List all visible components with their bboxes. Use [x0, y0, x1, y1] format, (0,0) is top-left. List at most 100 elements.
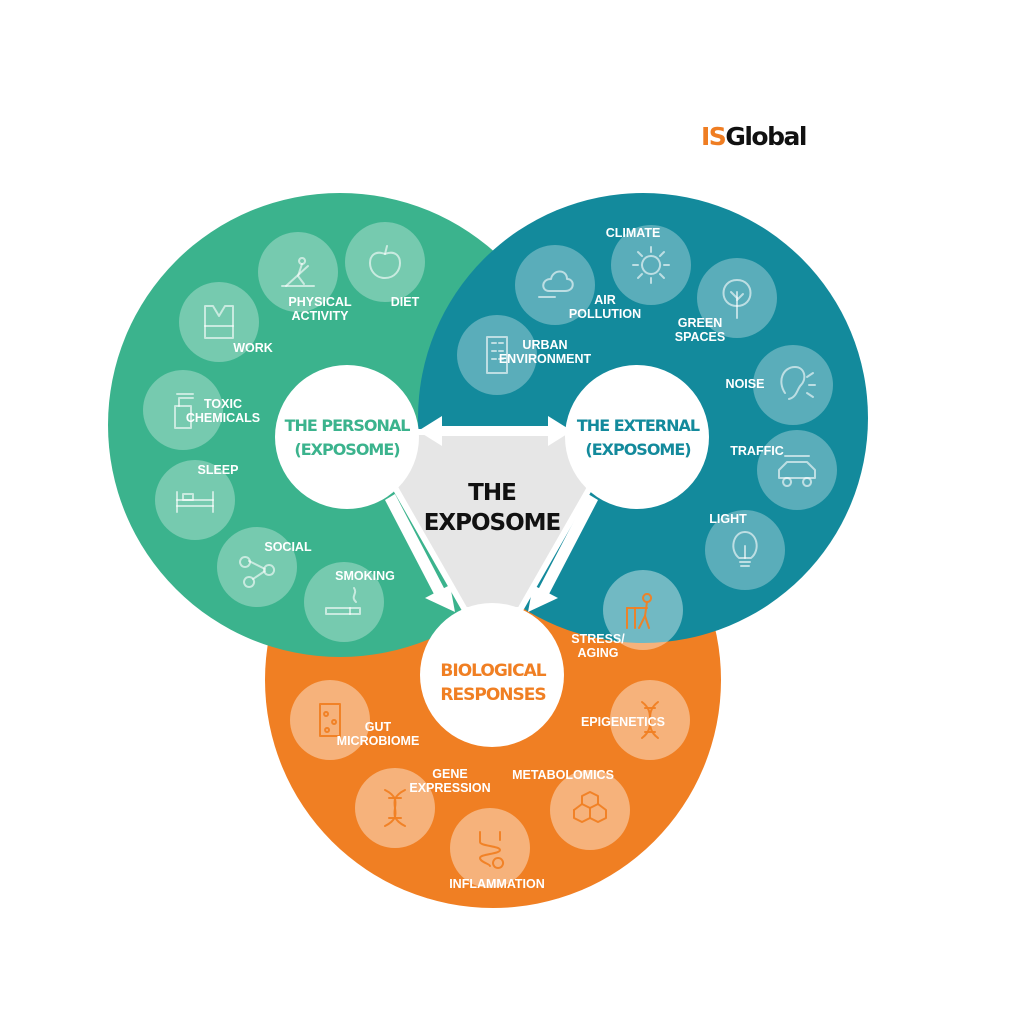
external-item: TRAFFIC: [730, 430, 837, 510]
personal-item: SOCIAL: [217, 527, 312, 607]
item-circle: [457, 315, 537, 395]
item-label: AIR: [594, 293, 616, 307]
sun-icon: [632, 246, 670, 284]
item-label: POLLUTION: [569, 307, 641, 321]
item-label: TRAFFIC: [730, 444, 783, 458]
item-label: LIGHT: [709, 512, 747, 526]
item-label: PHYSICAL: [288, 295, 352, 309]
arrows: [385, 416, 598, 612]
item-label: URBAN: [522, 338, 567, 352]
bed-icon: [176, 491, 214, 513]
item-circle: [258, 232, 338, 312]
item-label: ACTIVITY: [292, 309, 350, 323]
item-label: AGING: [578, 646, 619, 660]
item-label: TOXIC: [204, 397, 242, 411]
external-item: CLIMATE: [606, 225, 691, 305]
center-title-line2: EXPOSOME: [424, 510, 561, 536]
safety-vest-icon: [204, 305, 234, 339]
biological-item: STRESS/AGING: [571, 570, 683, 660]
item-circle: [611, 225, 691, 305]
item-label: METABOLOMICS: [512, 768, 614, 782]
item-circle: [217, 527, 297, 607]
item-label: CHEMICALS: [186, 411, 260, 425]
spray-bottle-icon: [174, 393, 194, 429]
item-circle: [515, 245, 595, 325]
personal-item: DIET: [345, 222, 425, 309]
smoke-icon: [538, 270, 574, 298]
biological-title-line2: RESPONSES: [440, 685, 545, 705]
logo-is: IS: [701, 122, 727, 151]
item-circle: [143, 370, 223, 450]
biological-item: METABOLOMICS: [512, 768, 630, 850]
biological-item: EPIGENETICS: [581, 680, 690, 760]
external-hub: [565, 365, 709, 509]
molecule-icon: [573, 791, 607, 823]
dna-helix-icon: [384, 789, 406, 827]
logo-global: Global: [725, 122, 807, 151]
item-label: EXPRESSION: [409, 781, 490, 795]
external-item: NOISE: [726, 345, 833, 425]
item-circle: [450, 808, 530, 888]
personal-hub: [275, 365, 419, 509]
arrow-head-right: [548, 416, 572, 446]
apple-icon: [369, 245, 401, 279]
item-label: SLEEP: [198, 463, 239, 477]
center-title-line1: THE: [468, 480, 516, 506]
lightbulb-icon: [732, 531, 758, 567]
personal-item: SLEEP: [155, 460, 239, 540]
item-circle: [345, 222, 425, 302]
dna-icon: [641, 701, 659, 739]
item-label: GREEN: [678, 316, 722, 330]
arrow-head-personal-bio: [425, 585, 455, 612]
isglobal-logo: ISGlobal: [701, 122, 807, 151]
external-title-line2: (EXPOSOME): [585, 440, 690, 459]
item-label: WORK: [233, 341, 273, 355]
item-label: SPACES: [675, 330, 725, 344]
biological-hub: [420, 603, 564, 747]
car-icon: [778, 455, 816, 487]
personal-title-line1: THE PERSONAL: [285, 416, 411, 435]
item-circle: [757, 430, 837, 510]
external-title-line1: THE EXTERNAL: [577, 416, 700, 435]
item-label: SMOKING: [335, 569, 395, 583]
building-icon: [486, 336, 508, 374]
biological-title-line1: BIOLOGICAL: [440, 661, 546, 681]
item-label: GENE: [432, 767, 467, 781]
cigarette-icon: [325, 587, 361, 615]
item-label: GUT: [365, 720, 392, 734]
network-icon: [239, 556, 276, 588]
ear-icon: [780, 366, 816, 400]
item-label: NOISE: [726, 377, 765, 391]
elderly-walker-icon: [626, 593, 653, 629]
bacteria-icon: [319, 703, 341, 737]
item-label: CLIMATE: [606, 226, 661, 240]
biological-item: INFLAMMATION: [449, 808, 545, 891]
item-label: ENVIRONMENT: [499, 352, 592, 366]
item-label: SOCIAL: [264, 540, 312, 554]
item-circle: [603, 570, 683, 650]
arrow-shaft-personal-bio: [385, 494, 445, 596]
personal-item: WORK: [179, 282, 273, 362]
item-circle: [290, 680, 370, 760]
item-label: STRESS/: [571, 632, 625, 646]
treadmill-icon: [281, 257, 315, 287]
arrow-shaft-external-bio: [538, 494, 598, 596]
item-circle: [304, 562, 384, 642]
item-label: DIET: [391, 295, 420, 309]
double-arrow-shaft: [430, 426, 560, 436]
item-circle: [753, 345, 833, 425]
personal-title-line2: (EXPOSOME): [294, 440, 399, 459]
item-label: EPIGENETICS: [581, 715, 665, 729]
personal-item: SMOKING: [304, 562, 395, 642]
arrow-head-external-bio: [528, 585, 558, 612]
tree-icon: [722, 279, 752, 319]
item-label: MICROBIOME: [337, 734, 420, 748]
